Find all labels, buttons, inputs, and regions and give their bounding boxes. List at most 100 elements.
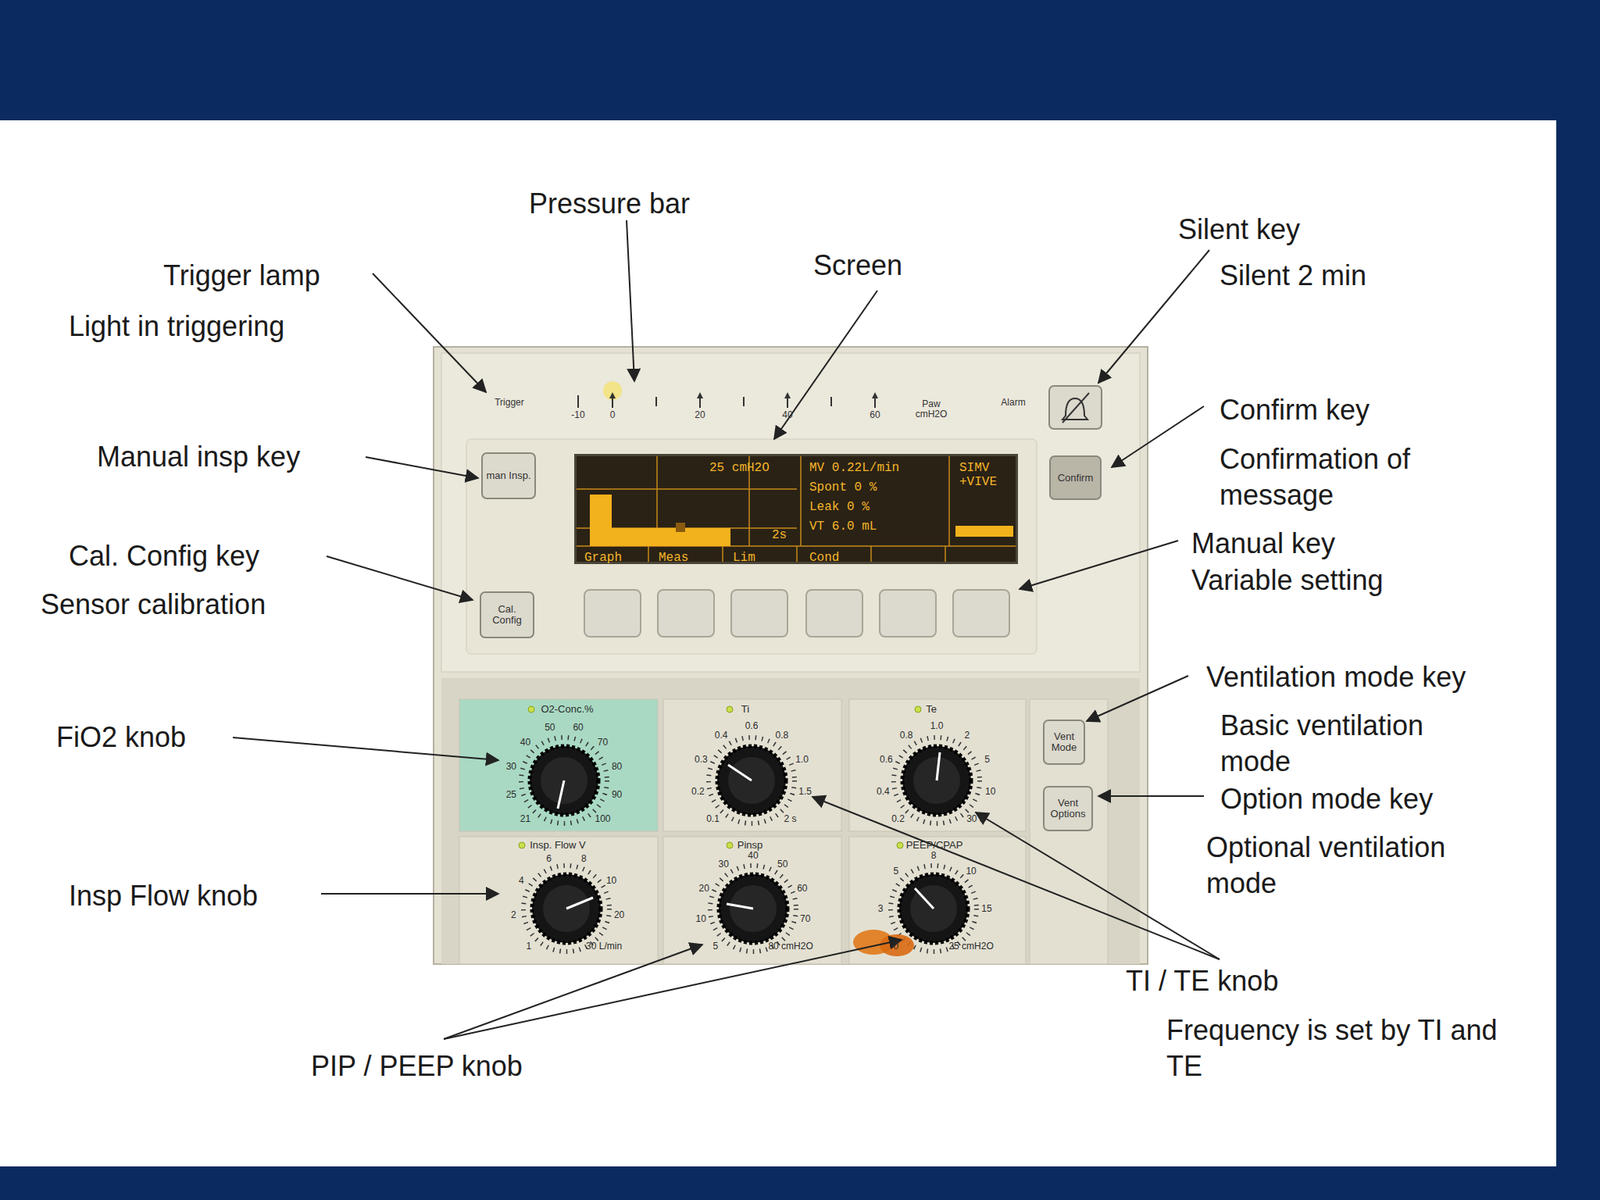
dial-number: 60 bbox=[572, 722, 583, 733]
dial-number: 0 bbox=[893, 941, 900, 952]
dial-number: 0.3 bbox=[694, 754, 708, 765]
dial-number: 5 bbox=[984, 754, 990, 765]
dial-number: 30 s bbox=[966, 814, 985, 825]
callout-label: Confirm key bbox=[1219, 392, 1454, 429]
dial-title: Insp. Flow V bbox=[529, 839, 586, 851]
key-label: Confirm bbox=[1057, 472, 1094, 484]
dial-number: 0.2 bbox=[691, 785, 705, 797]
dial-number: 0.6 bbox=[745, 721, 759, 732]
callout-label: Screen bbox=[813, 247, 970, 284]
dial-number: 0.8 bbox=[775, 729, 790, 740]
dial-title: Te bbox=[925, 703, 937, 715]
screen-readout: 2s bbox=[771, 528, 787, 543]
callout-label: Optional ventilation mode bbox=[1206, 829, 1519, 902]
dial-number: 1.0 bbox=[930, 721, 944, 732]
dial-number: 90 bbox=[611, 789, 622, 800]
callout-label: Variable setting bbox=[1191, 562, 1504, 599]
dial-number: 100 bbox=[594, 814, 611, 825]
scale-label: 20 bbox=[688, 410, 712, 421]
key-label: Vent Mode bbox=[1046, 731, 1082, 754]
callout-label: Frequency is set by TI and TE bbox=[1166, 1012, 1511, 1085]
dial-number: 0.2 bbox=[891, 814, 905, 825]
dial-number: 30 L/min bbox=[585, 941, 622, 952]
dial-number: 30 bbox=[506, 760, 517, 772]
callout-label: Confirmation of message bbox=[1219, 441, 1486, 514]
dial-number: 20 bbox=[614, 909, 625, 920]
dial-number: 5 bbox=[713, 941, 719, 952]
dial-number: 70 bbox=[597, 736, 608, 747]
callout-label: Silent 2 min bbox=[1219, 257, 1454, 294]
screen-readout: Leak 0 % bbox=[809, 500, 870, 515]
leader-lines bbox=[232, 220, 1220, 1040]
callout-label: Basic ventilation mode bbox=[1220, 707, 1490, 780]
dial-number: 70 bbox=[800, 914, 811, 925]
screen-readout: Lim bbox=[732, 550, 756, 565]
screen-readout: Meas bbox=[658, 550, 689, 565]
callout-label: Insp Flow knob bbox=[68, 878, 304, 915]
screen-readout: MV 0.22L/min bbox=[809, 460, 900, 475]
dial-number: 10 bbox=[606, 875, 617, 886]
dial-number: 1.5 bbox=[798, 785, 812, 797]
dial-number: 80 bbox=[611, 760, 622, 772]
screen-readout: Cond bbox=[809, 550, 840, 565]
key-button: man Insp. bbox=[481, 452, 536, 500]
dial-number: 1 bbox=[526, 941, 533, 952]
callout-label: Manual insp key bbox=[96, 439, 410, 475]
callout-label: FiO2 knob bbox=[56, 719, 291, 756]
callout-label: PIP / PEEP knob bbox=[310, 1048, 624, 1085]
dial-number: 5 bbox=[893, 865, 900, 876]
dial-number: 4 bbox=[518, 875, 525, 886]
status-leds bbox=[518, 706, 922, 849]
dial-title: PEEP/CPAP bbox=[906, 839, 964, 851]
dial-number: 50 bbox=[777, 859, 788, 870]
callout-label: Sensor calibration bbox=[40, 586, 354, 623]
dial-number: 20 bbox=[698, 882, 709, 893]
dial-number: 10 bbox=[985, 785, 996, 797]
key-button: Vent Options bbox=[1042, 785, 1093, 832]
dial-title: Ti bbox=[741, 703, 750, 715]
dial-number: 8 bbox=[931, 850, 937, 861]
callout-label: TI / TE knob bbox=[1125, 963, 1439, 1000]
callout-label: Trigger lamp bbox=[163, 257, 398, 294]
scale-label: Paw cmH2O bbox=[911, 399, 951, 420]
dial-title: O2-Conc.% bbox=[540, 703, 593, 715]
dial-number: 0.1 bbox=[706, 814, 720, 825]
dial-number: 3 bbox=[878, 903, 884, 915]
dial-number: 40 bbox=[747, 850, 758, 861]
scale-label: 60 bbox=[863, 410, 887, 421]
scale-label: -10 bbox=[566, 410, 590, 421]
callout-label: Cal. Config key bbox=[68, 538, 382, 575]
dial-number: 80 cmH2O bbox=[767, 941, 813, 952]
dial-number: 10 bbox=[696, 914, 707, 925]
dial-number: 10 bbox=[965, 865, 976, 876]
callout-label: Light in triggering bbox=[68, 308, 382, 345]
dial-number: 25 bbox=[506, 789, 517, 800]
screen-readout: VT 6.0 mL bbox=[809, 519, 877, 534]
key-button: Confirm bbox=[1049, 455, 1102, 500]
dial-number: 21 bbox=[520, 814, 531, 825]
callout-label: Manual key bbox=[1191, 525, 1426, 562]
dial-number: 6 bbox=[546, 853, 552, 864]
pressure-bar bbox=[578, 381, 879, 408]
dial-number: 2 bbox=[964, 729, 971, 740]
silent-key bbox=[1049, 385, 1102, 429]
dial-number: 50 bbox=[544, 722, 555, 733]
screen-readout: 25 cmH2O bbox=[709, 460, 770, 475]
key-label: Vent Options bbox=[1046, 797, 1090, 820]
dial-title: Pinsp bbox=[737, 839, 764, 851]
dial-number: 30 bbox=[718, 859, 729, 870]
scale-label: Trigger bbox=[485, 397, 533, 408]
dial-number: 2 s bbox=[783, 814, 797, 825]
dial-number: 0.4 bbox=[876, 785, 890, 797]
dial-number: 60 bbox=[796, 882, 808, 893]
callout-label: Silent key bbox=[1178, 211, 1413, 248]
screen-readout: Spont 0 % bbox=[809, 480, 877, 495]
dial-number: 15 bbox=[981, 903, 992, 915]
knobs bbox=[521, 737, 980, 957]
key-button: Vent Mode bbox=[1042, 719, 1086, 765]
slide-area bbox=[0, 120, 1557, 1167]
dial-number: 25 cmH2O bbox=[948, 941, 993, 952]
dial-number: 0.4 bbox=[714, 729, 729, 740]
soft-keys bbox=[584, 589, 1010, 637]
